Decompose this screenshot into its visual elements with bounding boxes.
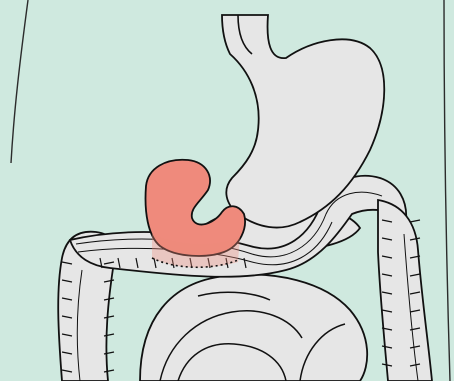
digestive-system-diagram [0, 0, 454, 381]
anatomy-illustration [0, 0, 454, 381]
